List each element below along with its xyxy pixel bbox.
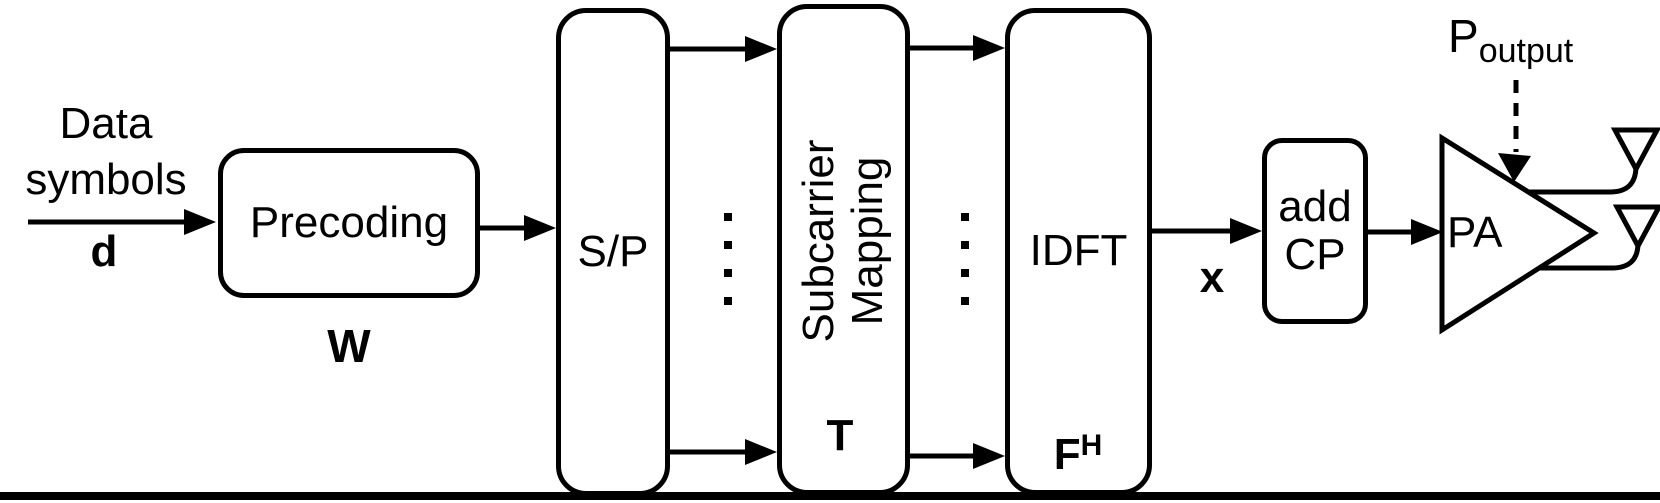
serial-to-parallel-block: S/P: [556, 8, 670, 496]
baseline-rule: [0, 492, 1660, 500]
pa-label: PA: [1447, 208, 1503, 257]
power-output-label: Poutput: [1448, 10, 1574, 70]
arrow-subcarrier-to-idft-top: [910, 35, 1005, 61]
ellipsis-dots-right: [961, 213, 969, 305]
mapping-matrix-label: T: [826, 411, 854, 460]
antenna-top-icon: [1528, 127, 1660, 195]
amplifier-icon: [1439, 133, 1599, 335]
signal-x-label: x: [1199, 253, 1225, 302]
idft-label: IDFT: [1029, 226, 1128, 276]
precoding-block: Precoding: [218, 148, 480, 298]
arrow-addcp-to-pa: [1368, 219, 1443, 245]
input-vector-label: d: [90, 227, 118, 276]
sp-label: S/P: [577, 226, 649, 276]
data-symbols-label: Data symbols: [25, 99, 187, 204]
dashed-power-arrow: [1498, 80, 1531, 182]
arrow-sp-to-subcarrier-bottom: [670, 439, 777, 465]
add-cp-block: add CP: [1262, 138, 1368, 324]
arrow-sp-to-subcarrier-top: [670, 36, 777, 62]
arrow-data-input: [28, 209, 216, 235]
antenna-bottom-icon: [1539, 204, 1660, 271]
arrow-subcarrier-to-idft-bottom: [910, 443, 1005, 469]
idft-block: IDFT: [1005, 8, 1152, 495]
subcarrier-mapping-label: Subcarrier Mapping: [794, 139, 892, 343]
arrow-precoding-to-sp: [480, 215, 556, 241]
arrow-idft-to-addcp: [1150, 218, 1262, 244]
idft-matrix-label: FH: [1053, 429, 1103, 479]
subcarrier-mapping-block: [777, 4, 910, 495]
precoding-label: Precoding: [249, 197, 449, 247]
addcp-label: add CP: [1278, 181, 1352, 279]
precoding-matrix-label: W: [327, 320, 371, 372]
ellipsis-dots-left: [724, 213, 732, 305]
